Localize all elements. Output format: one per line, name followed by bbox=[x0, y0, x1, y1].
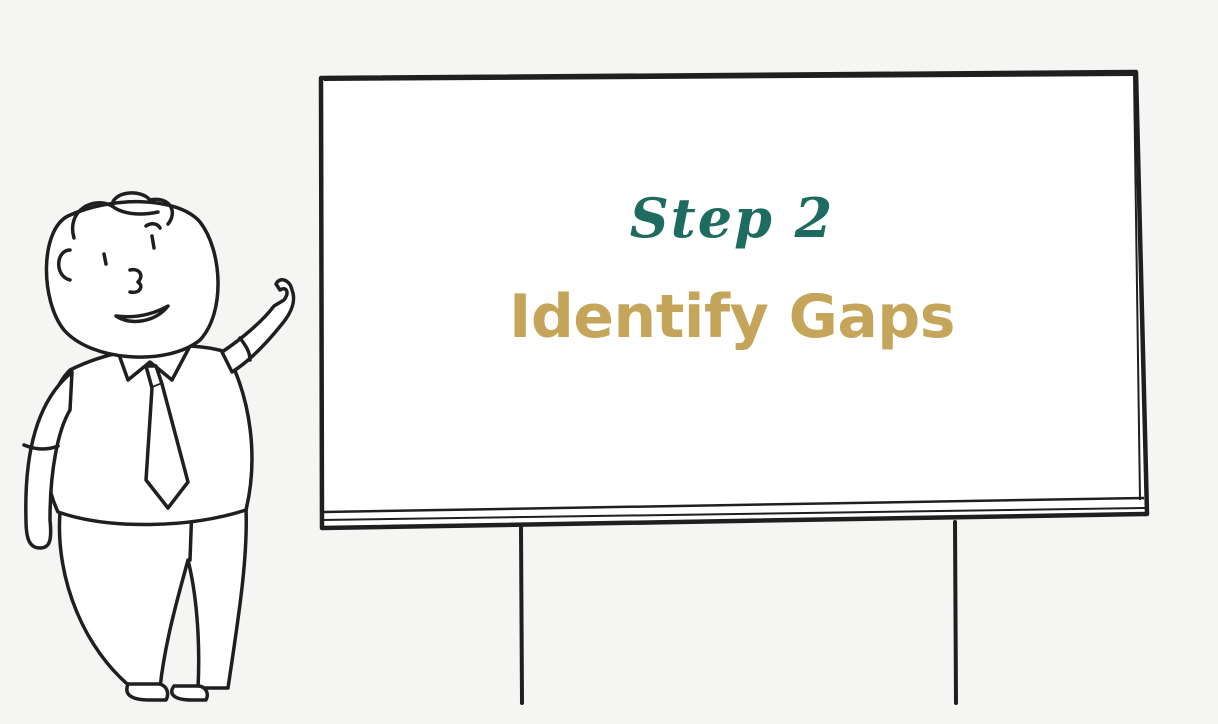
presenter-left-shoe bbox=[125, 682, 170, 702]
presenter-ear bbox=[57, 248, 72, 282]
presenter-hair bbox=[70, 191, 174, 240]
presenter-left-eye bbox=[102, 252, 108, 266]
presenter-right-arm bbox=[220, 278, 296, 374]
presenter-left-arm bbox=[24, 370, 74, 550]
whiteboard-frame bbox=[318, 69, 1150, 531]
whiteboard-content: Step 2 Identify Gaps bbox=[322, 80, 1142, 510]
step-label: Step 2 bbox=[629, 186, 835, 250]
headline: Identify Gaps bbox=[509, 282, 955, 352]
presenter-right-shoe bbox=[170, 684, 210, 702]
presenter-smile bbox=[114, 304, 170, 324]
presenter-nose bbox=[128, 267, 143, 295]
whiteboard-stand bbox=[519, 520, 958, 705]
presenter-right-eye bbox=[150, 234, 156, 250]
presenter-character bbox=[22, 191, 296, 702]
presenter-trousers bbox=[57, 506, 248, 690]
presenter-head bbox=[44, 199, 220, 359]
